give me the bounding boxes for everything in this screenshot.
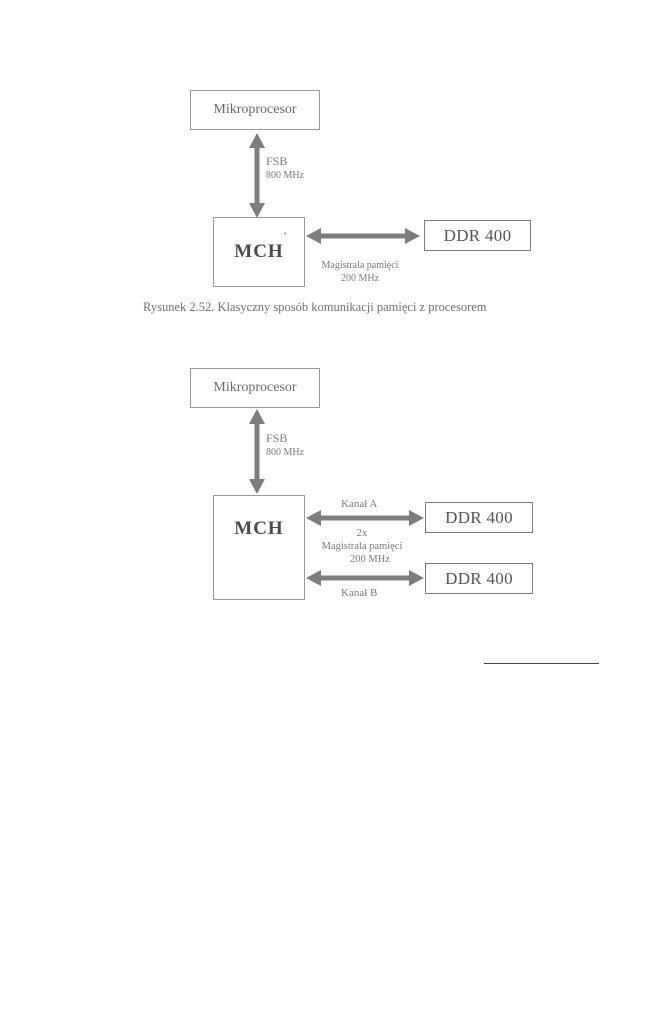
mikroprocesor-label-2: Mikroprocesor [213, 380, 297, 395]
figure-caption: Rysunek 2.52. Klasyczny sposób komunikac… [143, 300, 487, 314]
mch-label: MCH [234, 241, 284, 262]
mikroprocesor-box: Mikroprocesor [190, 90, 320, 130]
fsb-label-2: FSB 800 MHz [266, 431, 305, 459]
mch-tick-mark: ´ [283, 230, 288, 244]
mch-box-2: MCH [213, 495, 305, 600]
memory-bus-label-2: 2x Magistrala pamięci 200 MHz [321, 528, 403, 565]
mch-box: MCH ´ [213, 217, 305, 287]
fsb-frequency-2: 800 MHz [266, 447, 305, 458]
mch-label-2: MCH [234, 518, 284, 539]
fsb-label: FSB 800 MHz [266, 154, 305, 182]
kanal-a-label: Kanał A [341, 498, 378, 510]
ddr-label-a: DDR 400 [445, 507, 513, 527]
ddr-label-b: DDR 400 [445, 568, 513, 588]
kanal-b-label: Kanał B [341, 587, 378, 599]
ddr-box-a: DDR 400 [425, 502, 533, 533]
mikroprocesor-label: Mikroprocesor [213, 102, 297, 117]
fsb-frequency: 800 MHz [266, 170, 305, 181]
multiplier-label: 2x [356, 528, 368, 539]
ddr-box-b: DDR 400 [425, 563, 533, 594]
ddr-label: DDR 400 [443, 225, 512, 245]
mikroprocesor-box-2: Mikroprocesor [190, 368, 320, 408]
memory-bus-label: Magistrala pamięci 200 MHz [321, 260, 399, 284]
memory-bus-frequency: 200 MHz [340, 273, 380, 284]
memory-bus-frequency-2: 200 MHz [350, 554, 390, 565]
footnote-rule [484, 663, 599, 664]
ddr-box: DDR 400 [424, 220, 531, 251]
